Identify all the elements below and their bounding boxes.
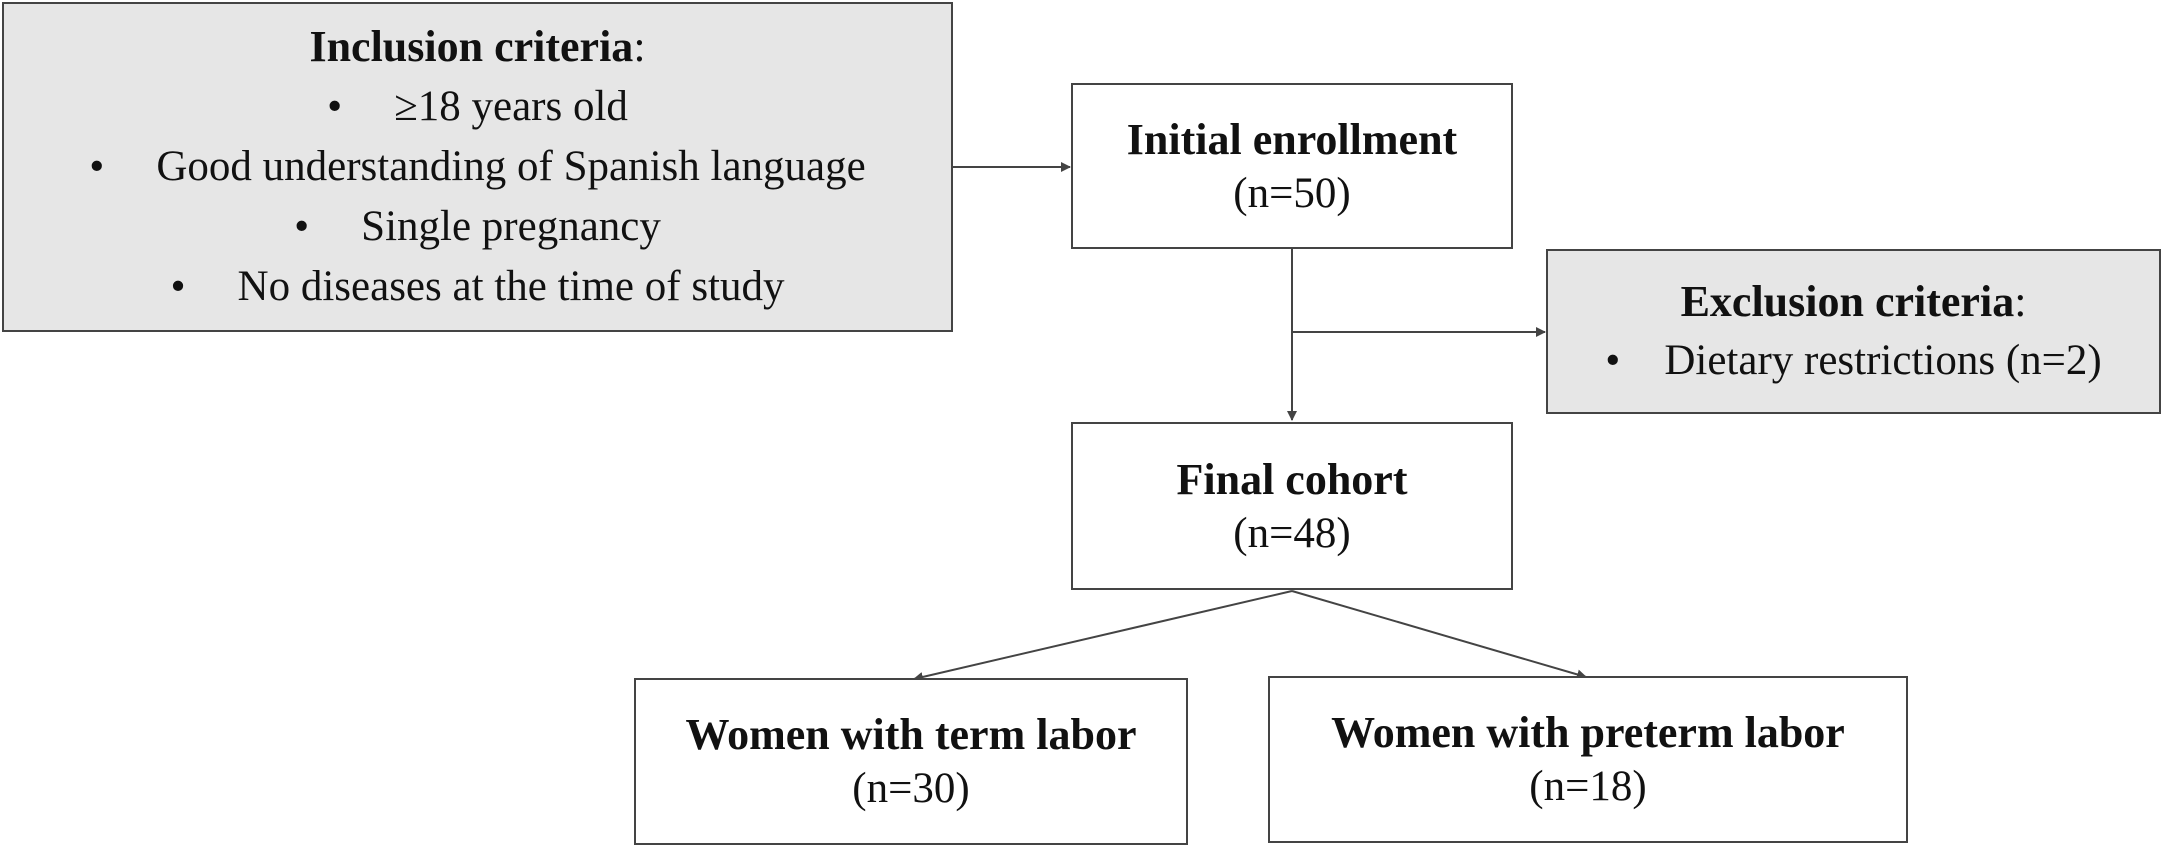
exclusion-criteria-box: Exclusion criteria: • Dietary restriction… xyxy=(1546,249,2161,414)
inclusion-criteria-title: Inclusion criteria xyxy=(309,22,634,72)
inclusion-item: • Single pregnancy xyxy=(294,197,661,257)
bullet-glyph: • xyxy=(327,82,343,130)
preterm-labor-count: (n=18) xyxy=(1529,763,1647,811)
initial-enrollment-count: (n=50) xyxy=(1233,169,1351,217)
term-labor-count: (n=30) xyxy=(852,765,970,813)
inclusion-item-text: No diseases at the time of study xyxy=(237,262,785,310)
initial-enrollment-box: Initial enrollment (n=50) xyxy=(1071,83,1513,249)
final-cohort-title: Final cohort xyxy=(1176,454,1408,504)
bullet-glyph: • xyxy=(294,202,310,250)
inclusion-item-text: ≥18 years old xyxy=(394,82,628,130)
initial-enrollment-title: Initial enrollment xyxy=(1126,114,1458,164)
inclusion-item-text: Good understanding of Spanish language xyxy=(156,142,866,190)
arrow-final-to-preterm xyxy=(1291,590,1587,680)
preterm-labor-title: Women with preterm labor xyxy=(1331,708,1845,758)
bullet-glyph: • xyxy=(89,142,105,190)
inclusion-item: • ≥18 years old xyxy=(327,77,628,137)
exclusion-item: • Dietary restrictions (n=2) xyxy=(1605,331,2101,391)
exclusion-criteria-heading: Exclusion criteria: xyxy=(1681,272,2027,331)
inclusion-item-text: Single pregnancy xyxy=(361,202,661,250)
inclusion-criteria-colon: : xyxy=(633,22,646,72)
exclusion-criteria-title: Exclusion criteria xyxy=(1680,276,2015,326)
inclusion-criteria-box: Inclusion criteria: • ≥18 years old • Good… xyxy=(2,2,953,332)
final-cohort-count: (n=48) xyxy=(1233,509,1351,557)
inclusion-criteria-heading: Inclusion criteria: xyxy=(309,17,645,76)
term-labor-box: Women with term labor (n=30) xyxy=(634,678,1188,845)
bullet-glyph: • xyxy=(170,262,186,310)
inclusion-item: • No diseases at the time of study xyxy=(170,257,784,317)
final-cohort-box: Final cohort (n=48) xyxy=(1071,422,1513,590)
inclusion-item: • Good understanding of Spanish language xyxy=(89,137,865,197)
bullet-glyph: • xyxy=(1605,337,1621,385)
term-labor-title: Women with term labor xyxy=(685,710,1137,760)
arrow-final-to-term xyxy=(913,590,1293,682)
exclusion-item-text: Dietary restrictions (n=2) xyxy=(1664,337,2102,385)
exclusion-criteria-colon: : xyxy=(2014,276,2027,326)
preterm-labor-box: Women with preterm labor (n=18) xyxy=(1268,676,1908,843)
